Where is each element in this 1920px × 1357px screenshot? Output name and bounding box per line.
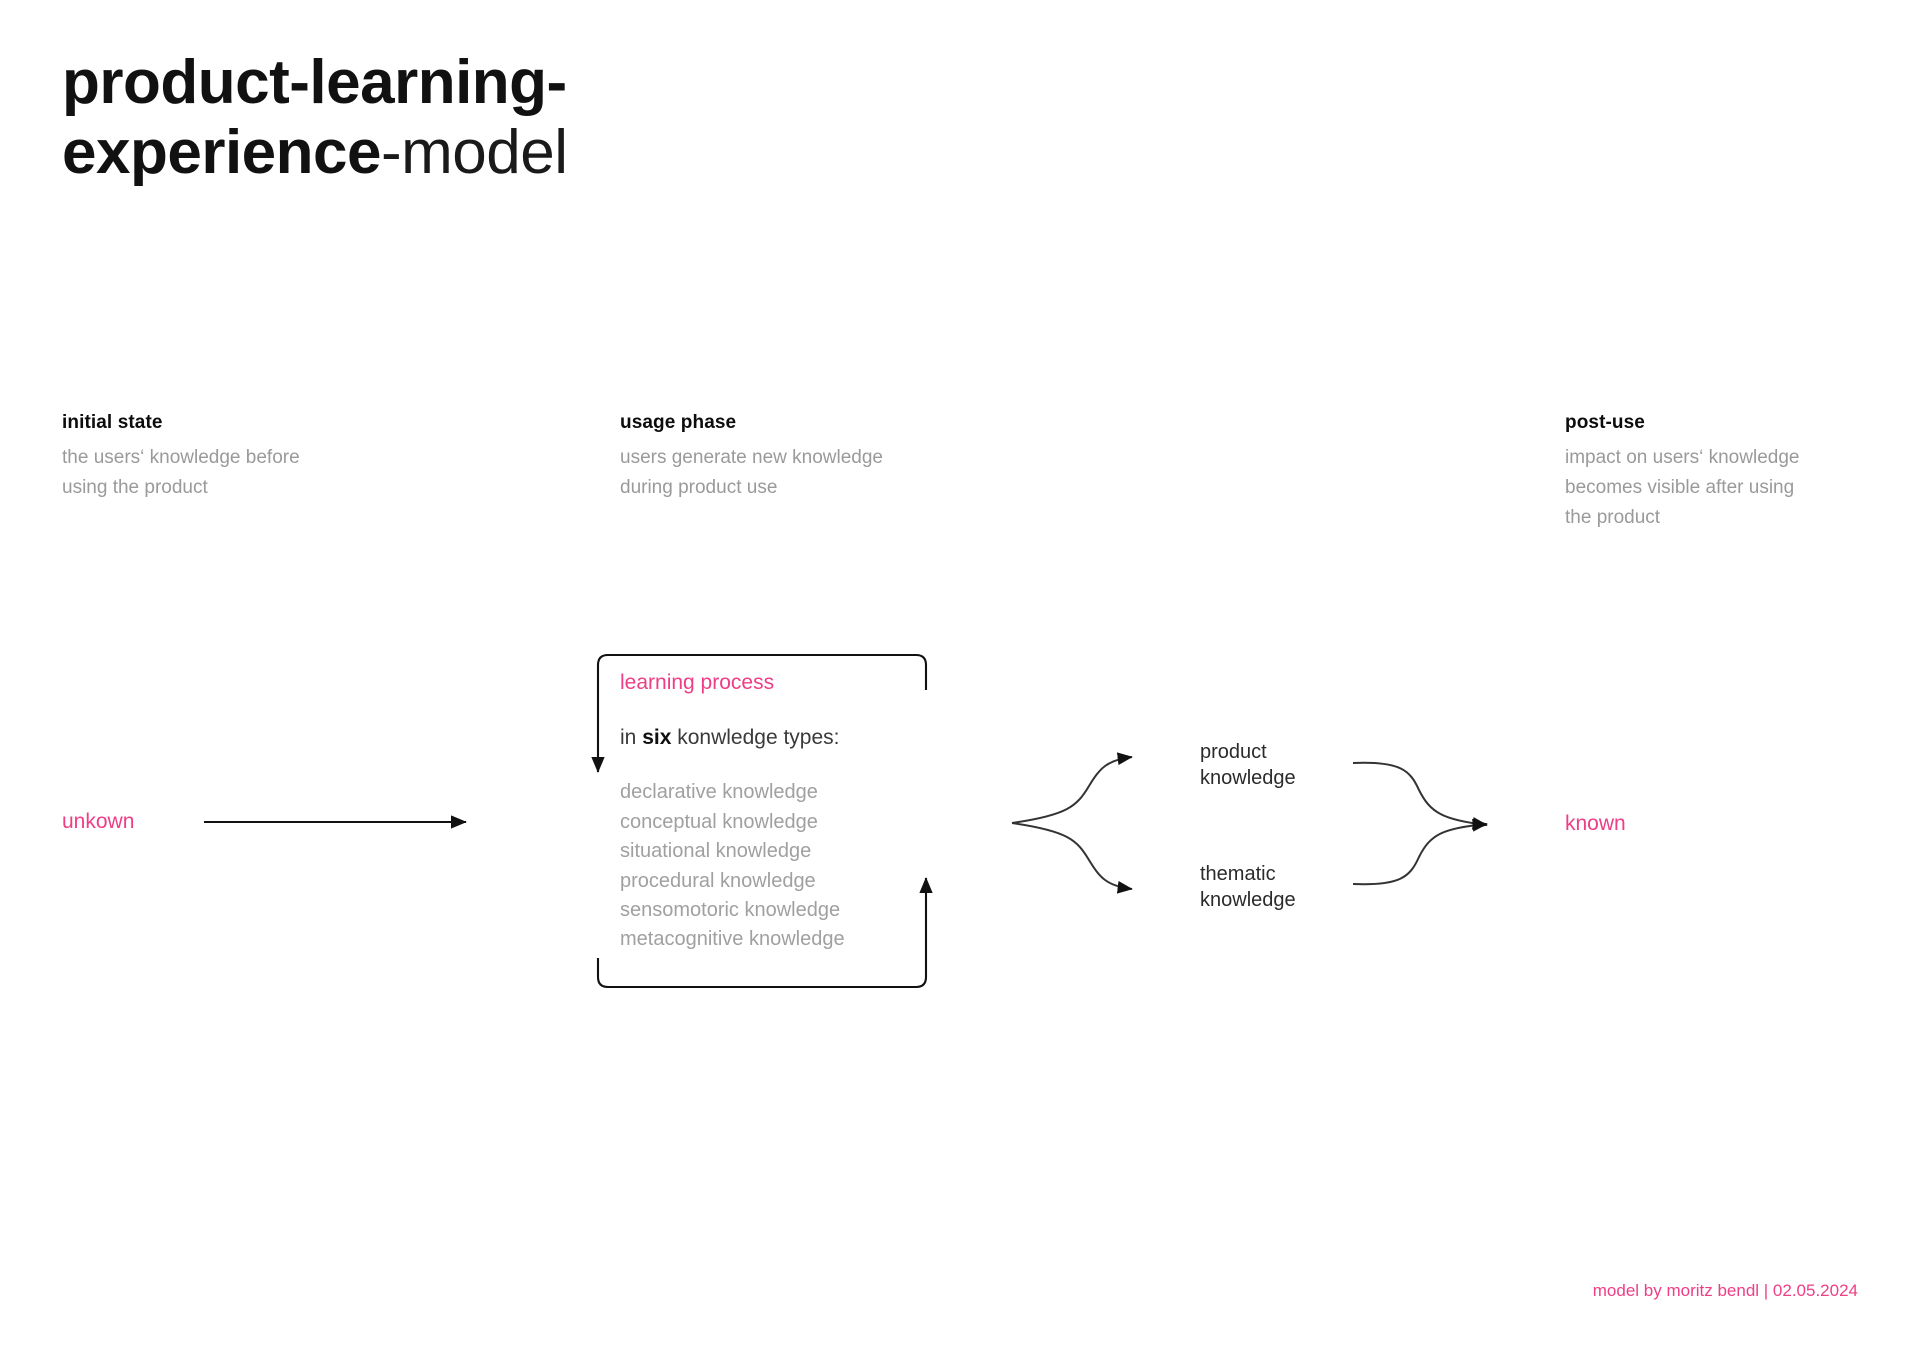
column-desc-line: impact on users‘ knowledge — [1565, 447, 1800, 468]
column-desc-line: during product use — [620, 477, 778, 499]
outcome-thematic-knowledge: thematic knowledge — [1200, 862, 1296, 913]
knowledge-type-list: declarative knowledge conceptual knowled… — [620, 778, 920, 954]
outcome-line: thematic — [1200, 863, 1276, 885]
knowledge-type-item: declarative knowledge — [620, 781, 818, 804]
outcome-product-knowledge: product knowledge — [1200, 740, 1296, 791]
knowledge-type-item: conceptual knowledge — [620, 810, 818, 833]
page-title-part-product-learning: product-learning- — [62, 48, 567, 117]
column-desc-line: the users‘ knowledge before — [62, 447, 300, 468]
label-known-state: known — [1565, 812, 1626, 835]
column-heading-initial-state: initial state — [62, 412, 163, 433]
column-usage-phase: usage phase users generate new knowledge… — [620, 412, 1050, 503]
outcome-line: product — [1200, 741, 1267, 763]
arrow-merge-product-to-known — [1352, 761, 1488, 830]
subtitle-emphasis-six: six — [642, 726, 672, 750]
column-initial-state: initial state the users‘ knowledge befor… — [62, 412, 492, 503]
column-heading-post-use: post-use — [1565, 412, 1645, 433]
learning-process-card: learning process in six konwledge types:… — [620, 670, 920, 955]
page-title-line-1: product-learning- — [62, 48, 962, 118]
subtitle-prefix: in — [620, 726, 643, 750]
page-title-part-model: -model — [381, 118, 568, 188]
knowledge-type-item: situational knowledge — [620, 840, 812, 863]
knowledge-type-item: procedural knowledge — [620, 869, 816, 892]
outcome-line: knowledge — [1200, 888, 1296, 911]
column-desc-line: users generate new knowledge — [620, 447, 884, 468]
learning-process-title: learning process — [620, 671, 775, 694]
footer-credit: model by moritz bendl | 02.05.2024 — [1592, 1281, 1858, 1300]
learning-process-subtitle: in six konwledge types: — [620, 725, 920, 750]
knowledge-type-item: sensomotoric knowledge — [620, 898, 841, 921]
knowledge-type-item: metacognitive knowledge — [620, 928, 845, 951]
label-unknown-state: unkown — [62, 810, 135, 833]
arrow-merge-thematic-to-known — [1352, 818, 1488, 886]
page-title: product-learning- experience-model — [62, 48, 962, 188]
column-desc-line: the product — [1565, 507, 1661, 529]
column-desc-line: using the product — [62, 477, 208, 499]
page-title-part-experience: experience — [62, 118, 382, 188]
arrow-split-to-thematic-knowledge — [1011, 822, 1133, 894]
column-post-use: post-use impact on users‘ knowledge beco… — [1565, 412, 1920, 533]
arrow-split-to-product-knowledge — [1011, 752, 1133, 824]
column-heading-usage-phase: usage phase — [620, 412, 737, 433]
column-desc-line: becomes visible after using — [1565, 477, 1795, 499]
outcome-line: knowledge — [1200, 766, 1296, 789]
page-title-line-2: experience-model — [62, 118, 962, 188]
subtitle-suffix: konwledge types: — [671, 726, 840, 750]
